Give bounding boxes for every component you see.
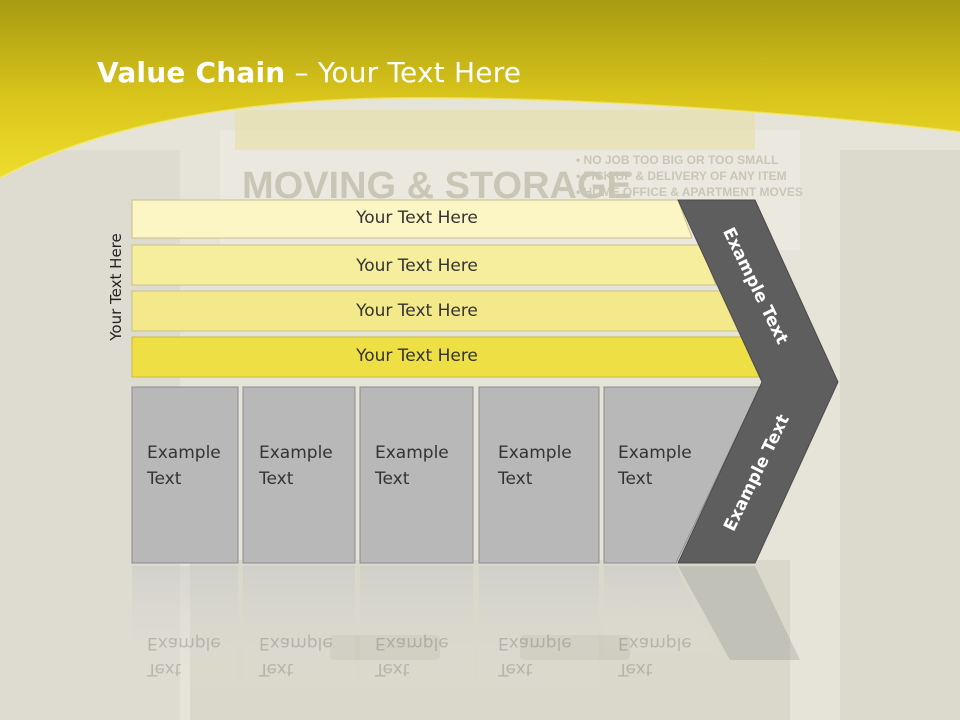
side-label: Your Text Here [107, 233, 125, 341]
cell-reflection [243, 566, 355, 696]
reflection-line: Text [259, 659, 294, 679]
cell-text-reflection: Text Example [259, 630, 359, 682]
cell-text-reflection: Text Example [498, 630, 598, 682]
cell-line: Example [375, 443, 449, 463]
slide-title: Value Chain – Your Text Here [97, 56, 521, 89]
chevron-shape [677, 199, 839, 564]
cell-line: Text [375, 469, 410, 489]
reflection-line: Text [375, 659, 410, 679]
chevron-reflection [678, 566, 800, 660]
background-sign-banner [235, 110, 755, 150]
cell-text-reflection: Text Example [375, 630, 475, 682]
cell-line: Example [259, 443, 333, 463]
row-label: Your Text Here [356, 256, 478, 276]
reflection-line: Text [498, 659, 533, 679]
row-shape [131, 244, 717, 286]
cell-line: Example [498, 443, 572, 463]
cell-line: Text [259, 469, 294, 489]
cell-line: Text [147, 469, 182, 489]
row-shape [131, 199, 693, 239]
header-edge [0, 96, 960, 179]
title-rest: – Your Text Here [285, 56, 522, 89]
reflection-line: Example [375, 633, 449, 653]
background-sign-line: • PICK UP & DELIVERY OF ANY ITEM [576, 169, 787, 183]
background-sign-line: • HOME OFFICE & APARTMENT MOVES [576, 185, 803, 199]
cell-reflection [604, 566, 720, 660]
cell-reflection [360, 566, 473, 696]
title-bold: Value Chain [97, 56, 286, 89]
cell-shape [359, 386, 474, 564]
reflection-line: Example [147, 633, 221, 653]
reflection-line: Example [498, 633, 572, 653]
row-label: Your Text Here [356, 346, 478, 366]
cell-shape [478, 386, 600, 564]
cell-shape [131, 386, 239, 564]
reflection-line: Example [259, 633, 333, 653]
reflection-line: Example [618, 633, 692, 653]
cell-text-reflection: Text Example [147, 630, 247, 682]
cell-shape [603, 386, 761, 564]
cell-line: Text [498, 469, 533, 489]
cell-shape [242, 386, 356, 564]
reflection-line: Text [147, 659, 182, 679]
background-sign-main: MOVING & STORAGE [242, 165, 632, 207]
cell-reflection [132, 566, 238, 696]
background-sign-line: • NO JOB TOO BIG OR TOO SMALL [576, 153, 778, 167]
background-wall-right [840, 150, 960, 720]
cell-line: Example [618, 443, 692, 463]
cell-text-reflection: Text Example [618, 630, 718, 682]
cell-line: Text [618, 469, 653, 489]
row-label: Your Text Here [356, 208, 478, 228]
cell-reflection [479, 566, 599, 696]
cell-line: Example [147, 443, 221, 463]
row-label: Your Text Here [356, 301, 478, 321]
reflection-line: Text [618, 659, 653, 679]
header-band [0, 0, 960, 178]
